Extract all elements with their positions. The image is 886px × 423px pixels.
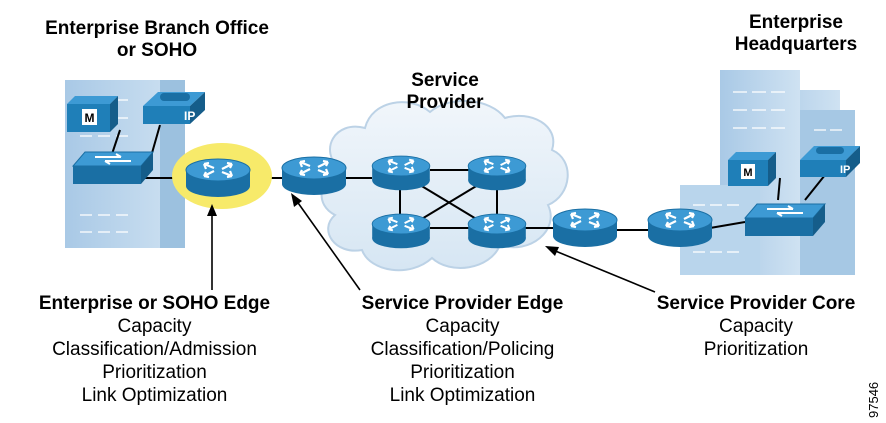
branch-m-device-icon: M	[67, 96, 118, 132]
service-provider-cloud	[320, 100, 569, 272]
hq-m-label: M	[743, 167, 752, 179]
provider-core-label: Service Provider Core Capacity Prioritiz…	[656, 293, 856, 360]
network-links	[109, 124, 826, 231]
hq-ip-phone-icon: IP	[800, 146, 860, 177]
branch-ip-phone-icon: IP	[143, 92, 205, 124]
hq-ip-label: IP	[840, 164, 850, 176]
branch-ip-label: IP	[184, 109, 195, 123]
branch-m-label: M	[85, 111, 95, 125]
enterprise-edge-router-icon	[184, 157, 252, 199]
cloud-router-top-right-icon	[467, 155, 527, 192]
provider-edge-router-icon	[280, 155, 348, 197]
cloud-router-bottom-left-icon	[371, 213, 431, 250]
provider-title: Service Provider	[406, 70, 484, 113]
cloud-router-bottom-right-icon	[467, 213, 527, 250]
branch-switch-icon	[72, 151, 154, 185]
figure-id: 97546	[866, 381, 881, 418]
hq-m-device-icon: M	[728, 152, 776, 186]
provider-core-router-icon	[551, 207, 619, 249]
provider-edge-label: Service Provider Edge Capacity Classific…	[361, 293, 564, 406]
hq-switch-icon	[744, 203, 826, 237]
hq-edge-router-icon	[646, 207, 714, 249]
callout-arrows	[207, 193, 656, 293]
hq-title: Enterprise Headquarters	[734, 12, 858, 55]
enterprise-edge-label: Enterprise or SOHO Edge Capacity Classif…	[38, 293, 271, 406]
cloud-router-top-left-icon	[371, 155, 431, 192]
branch-title: Enterprise Branch Office or SOHO	[45, 18, 269, 61]
